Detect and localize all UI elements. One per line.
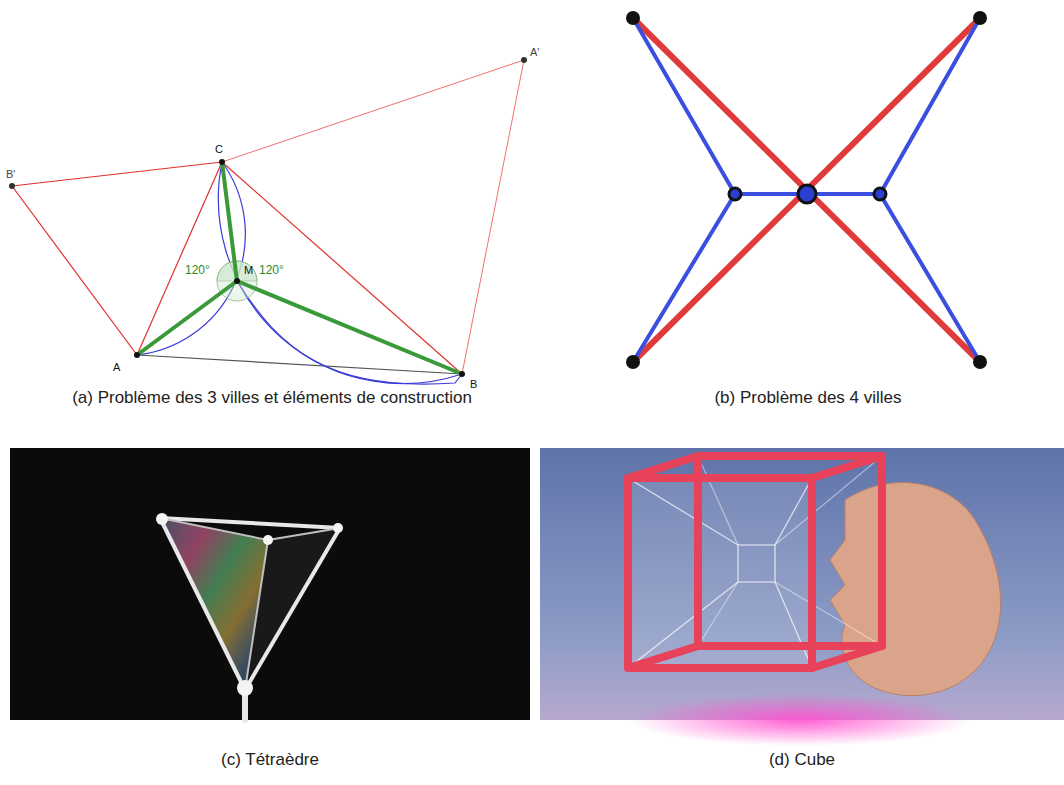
four-cities-tree bbox=[626, 11, 987, 369]
point-label: M bbox=[244, 264, 253, 277]
tetrahedron-photo bbox=[10, 448, 530, 720]
cube-photo bbox=[540, 448, 1064, 746]
subfigure-caption: (d) Cube bbox=[769, 750, 835, 770]
three-cities-construction bbox=[9, 57, 527, 384]
point-label: A' bbox=[530, 46, 539, 59]
point-label: C bbox=[215, 143, 223, 156]
subfigure-caption: (c) Tétraèdre bbox=[221, 750, 319, 770]
subfigure-caption: (a) Problème des 3 villes et éléments de… bbox=[72, 388, 472, 408]
angle-label: 120° bbox=[259, 264, 284, 278]
angle-label: 120° bbox=[185, 264, 210, 278]
point-label: B' bbox=[6, 168, 15, 181]
point-label: A bbox=[113, 361, 120, 374]
subfigure-caption: (b) Problème des 4 villes bbox=[714, 388, 901, 408]
